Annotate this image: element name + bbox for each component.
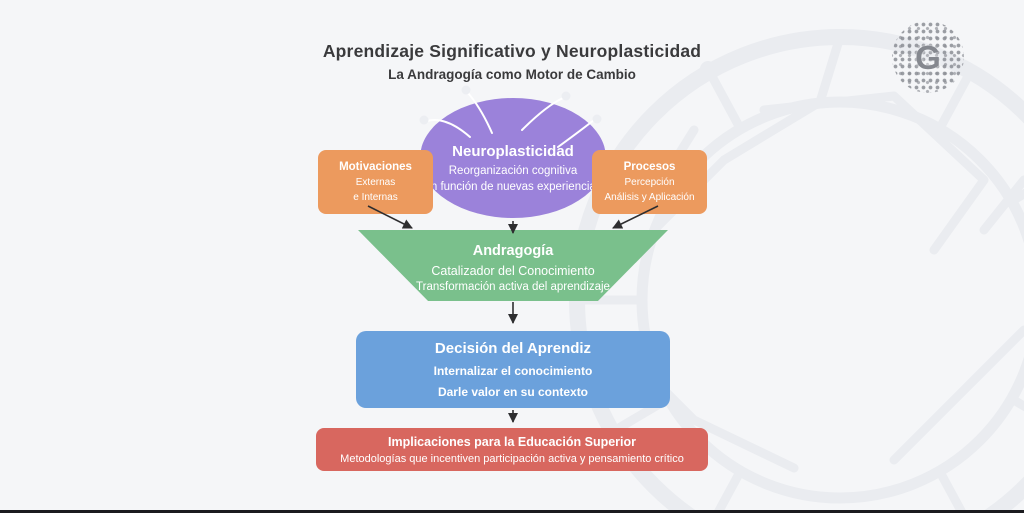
page-title: Aprendizaje Significativo y Neuroplastic… bbox=[322, 41, 702, 61]
implications-title: Implicaciones para la Educación Superior bbox=[388, 434, 636, 449]
logo-letter: G bbox=[915, 38, 941, 76]
neural-network-watermark bbox=[569, 29, 1024, 513]
implications-line1: Metodologías que incentiven participació… bbox=[340, 452, 684, 465]
processes-box: Procesos Percepción Análisis y Aplicació… bbox=[592, 150, 707, 214]
processes-line1: Percepción bbox=[624, 177, 675, 188]
implications-box: Implicaciones para la Educación Superior… bbox=[316, 428, 708, 471]
decision-box: Decisión del Aprendiz Internalizar el co… bbox=[356, 331, 670, 408]
motivations-box: Motivaciones Externas e Internas bbox=[318, 150, 433, 214]
motivations-line1: Externas bbox=[355, 177, 396, 188]
neuroplasticity-title: Neuroplasticidad bbox=[452, 143, 574, 160]
neuroplasticity-ellipse: Neuroplasticidad Reorganización cognitiv… bbox=[420, 98, 606, 218]
processes-line2: Análisis y Aplicación bbox=[604, 192, 695, 203]
decision-line2: Darle valor en su contexto bbox=[437, 385, 589, 399]
andragogy-title: Andragogía bbox=[472, 242, 554, 259]
processes-title: Procesos bbox=[623, 161, 676, 173]
neuroplasticity-line1: Reorganización cognitiva bbox=[448, 165, 578, 177]
motivations-title: Motivaciones bbox=[339, 161, 412, 173]
page-subtitle: La Andragogía como Motor de Cambio bbox=[388, 67, 636, 82]
bottom-border bbox=[0, 510, 1024, 513]
logo-emblem: G bbox=[892, 21, 964, 93]
decision-line1: Internalizar el conocimiento bbox=[433, 364, 593, 378]
andragogy-line1: Catalizador del Conocimiento bbox=[431, 263, 595, 278]
andragogy-line2: Transformación activa del aprendizaje bbox=[416, 280, 610, 293]
motivations-line2: e Internas bbox=[353, 192, 398, 203]
decision-title: Decisión del Aprendiz bbox=[434, 340, 592, 357]
neuroplasticity-line2: en función de nuevas experiencias bbox=[424, 181, 602, 193]
